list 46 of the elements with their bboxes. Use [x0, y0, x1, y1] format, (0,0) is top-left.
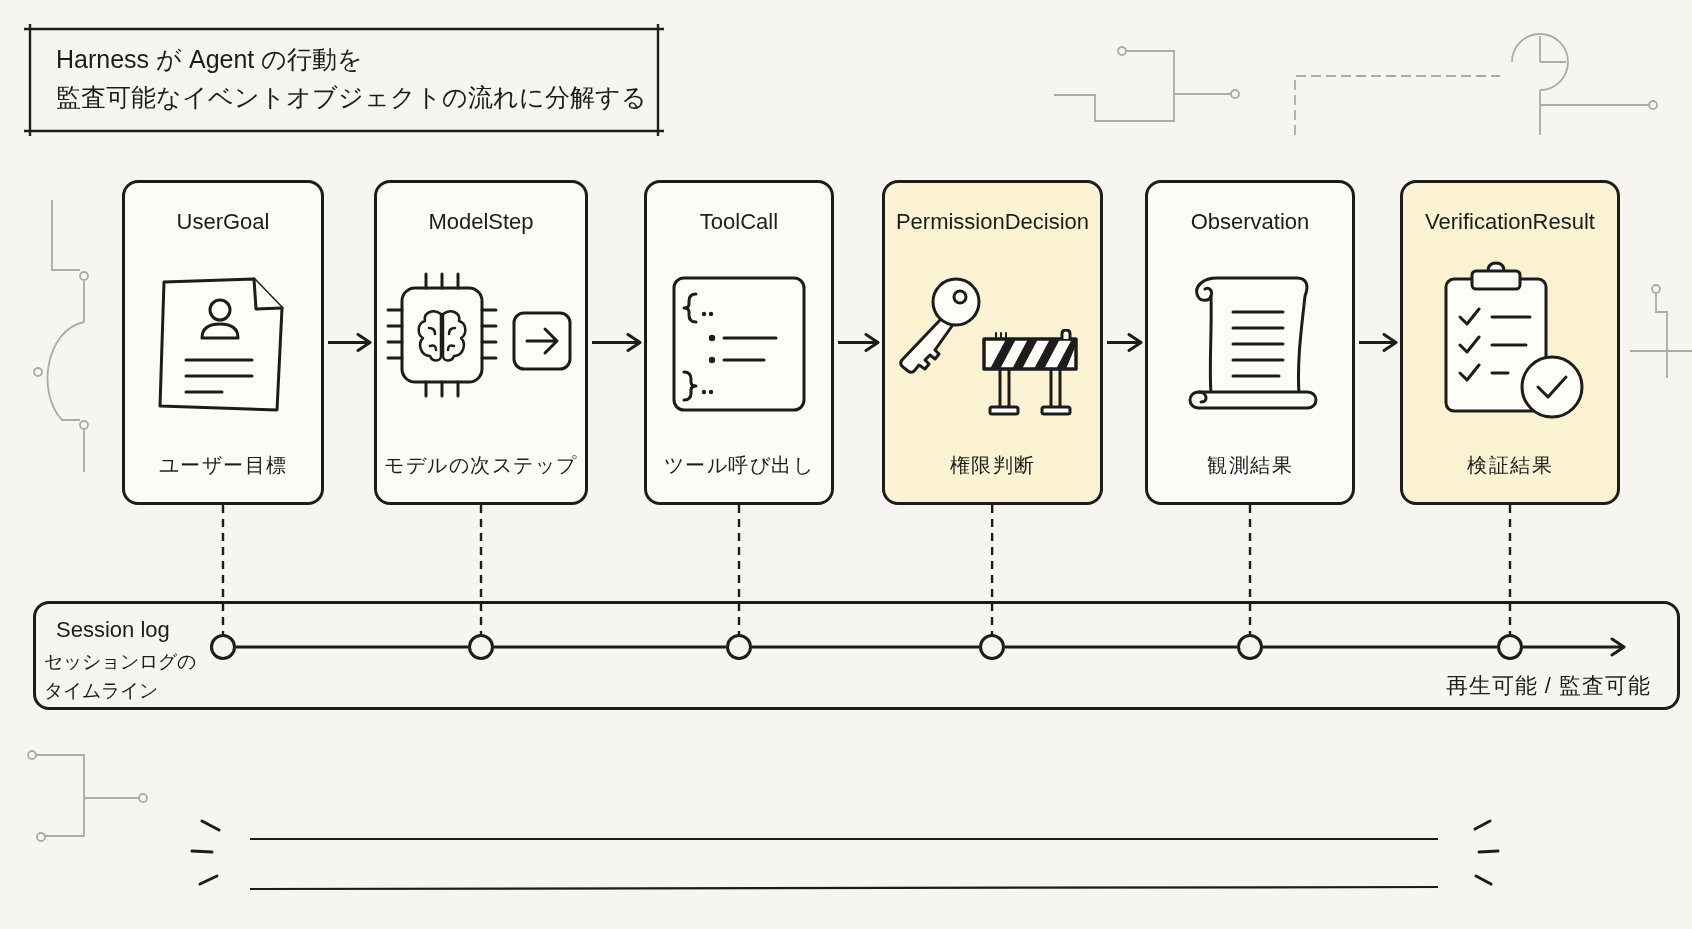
event-box	[374, 180, 588, 505]
arrow	[328, 333, 372, 352]
event-box	[644, 180, 834, 505]
box-subtitle: 権限判断	[949, 453, 1036, 478]
box-subtitle: 検証結果	[1467, 453, 1553, 478]
event-box	[1145, 180, 1355, 505]
arrow	[1523, 637, 1626, 657]
box-title: VerificationResult	[1425, 209, 1595, 235]
dashed-line	[990, 505, 994, 634]
box-subtitle: モデルの次ステップ	[384, 453, 578, 478]
arrow	[1359, 333, 1398, 352]
box-title: PermissionDecision	[895, 209, 1090, 235]
timeline-line	[1263, 645, 1497, 649]
timeline-line	[494, 645, 726, 649]
dashed-line	[479, 505, 483, 634]
panel-label: セッションログのタイムライン	[44, 650, 196, 703]
event-box	[1400, 180, 1620, 505]
dashed-line	[1248, 505, 1252, 634]
box-subtitle: ユーザー目標	[158, 453, 288, 478]
timeline-panel	[33, 601, 1680, 710]
arrow	[1107, 333, 1143, 352]
arrow	[838, 333, 880, 352]
panel-note: 再生可能 / 監査可能	[1445, 672, 1651, 700]
panel-heading: Session log	[56, 617, 170, 643]
timeline-circle	[726, 634, 752, 660]
box-title: UserGoal	[176, 209, 270, 235]
arrow	[592, 333, 642, 352]
title: Harness が Agent の行動を監査可能なイベントオブジェクトの流れに分解する	[24, 24, 664, 136]
timeline-circle	[1497, 634, 1523, 660]
timeline-circle	[210, 634, 236, 660]
box-subtitle: ツール呼び出し	[663, 453, 815, 478]
timeline-line	[752, 645, 979, 649]
timeline-circle	[468, 634, 494, 660]
event-box	[882, 180, 1103, 505]
timeline-circle	[979, 634, 1005, 660]
dashed-line	[737, 505, 741, 634]
box-subtitle: 観測結果	[1207, 453, 1293, 478]
box-title: ToolCall	[699, 209, 779, 235]
box-title: ModelStep	[428, 209, 534, 235]
box-title: Observation	[1190, 209, 1310, 235]
dashed-line	[221, 505, 225, 634]
dashed-line	[1508, 505, 1512, 634]
timeline-line	[1005, 645, 1237, 649]
timeline-circle	[1237, 634, 1263, 660]
event-box	[122, 180, 324, 505]
timeline-line	[236, 645, 468, 649]
